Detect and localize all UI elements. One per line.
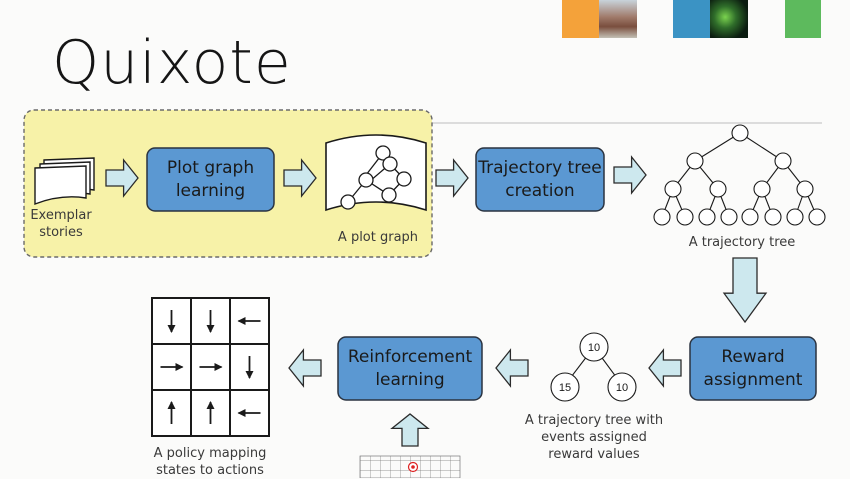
trajectory-tree-creation-label: Trajectory tree creation xyxy=(478,157,602,201)
reward-assignment-box xyxy=(689,336,817,401)
flow-arrow-values-to-learning xyxy=(495,348,529,388)
reward-value-left: 15 xyxy=(559,382,571,394)
thumb-green xyxy=(785,0,821,38)
flow-arrow-tree-to-reward xyxy=(722,257,768,324)
plot-graph-learning-label: Plot graph learning xyxy=(166,157,255,201)
reward-node-root xyxy=(579,332,609,362)
reward-tree: 10 15 10 xyxy=(550,332,637,402)
flow-arrow-graph-to-creation xyxy=(435,158,469,198)
policy-mapping-caption: A policy mapping states to actions xyxy=(153,446,267,478)
state-grid xyxy=(359,455,461,478)
reward-node-right xyxy=(607,372,637,402)
flow-arrow-learning-to-policy xyxy=(288,348,322,388)
policy-grid xyxy=(151,297,270,437)
thumb-blue xyxy=(673,0,710,38)
trajectory-tree-creation-box xyxy=(475,147,605,212)
plot-graph-learning-box xyxy=(146,147,275,212)
reward-assignment-label: Reward assignment xyxy=(703,346,803,390)
thumb-network-photo xyxy=(710,0,748,38)
reward-value-root: 10 xyxy=(588,342,600,354)
reward-node-left xyxy=(550,372,580,402)
thumb-orange xyxy=(562,0,599,38)
flow-arrow-reward-to-values xyxy=(648,348,682,388)
trajectory-tree xyxy=(661,132,818,218)
graph-on-scroll-icon xyxy=(325,134,427,212)
reinforcement-learning-box xyxy=(337,336,483,401)
flow-arrow-creation-to-tree xyxy=(613,155,647,195)
flow-arrow-grid-to-learning xyxy=(390,413,430,447)
trajectory-tree-nodes xyxy=(653,124,826,226)
slide-title: Quixote xyxy=(52,28,292,98)
flow-arrow-learning-to-graph xyxy=(283,158,317,198)
trajectory-tree-caption: A trajectory tree xyxy=(688,235,796,250)
thumbnail-strip xyxy=(562,0,832,38)
reward-tree-caption: A trajectory tree with events assigned r… xyxy=(524,413,664,462)
target-icon xyxy=(407,461,419,473)
stacked-documents-icon xyxy=(34,157,95,206)
plot-graph-caption: A plot graph xyxy=(337,230,419,245)
thumb-building-photo xyxy=(599,0,637,38)
exemplar-stories-caption: Exemplar stories xyxy=(30,208,92,240)
flow-arrow-stories-to-learning xyxy=(105,158,139,198)
reward-value-right: 10 xyxy=(616,382,628,394)
reinforcement-learning-label: Reinforcement learning xyxy=(347,346,473,390)
